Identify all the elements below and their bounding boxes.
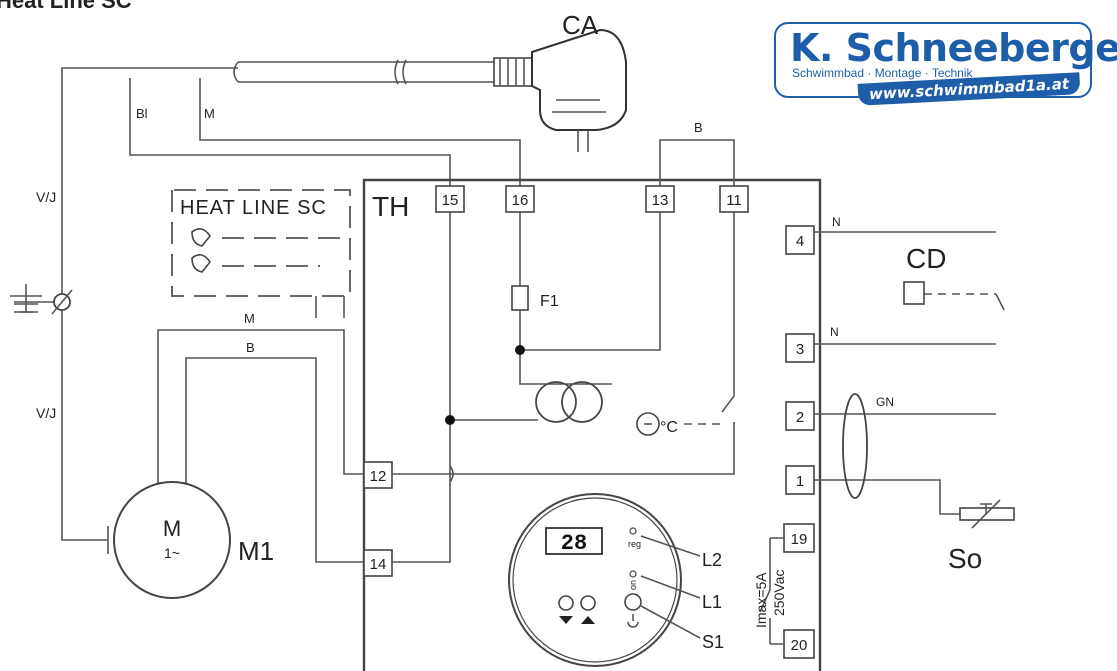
terminal-4: 4 (785, 225, 815, 255)
svg-text:11: 11 (726, 192, 742, 209)
f1-label: F1 (540, 293, 559, 310)
imax-label: Imax=5A (753, 572, 769, 628)
svg-text:3: 3 (796, 341, 804, 358)
brown-wire (199, 78, 521, 188)
on-label: on (628, 580, 638, 590)
motor-phase-label: 1~ (164, 545, 180, 561)
motor-wire-m (157, 329, 364, 520)
l1-label: L1 (702, 592, 722, 612)
m-wire-label: M (244, 311, 255, 326)
bl-label: Bl (136, 106, 148, 121)
junction-dot (445, 415, 455, 425)
svg-text:19: 19 (791, 531, 808, 548)
vj-top-label: V/J (36, 189, 56, 205)
down-button[interactable] (558, 595, 574, 611)
svg-text:13: 13 (652, 192, 669, 209)
terminal-12: 12 (363, 461, 393, 489)
terminal-16: 16 (505, 185, 535, 213)
terminal-20: 20 (783, 629, 815, 659)
vj-bottom-label: V/J (36, 405, 56, 421)
down-arrow-icon (559, 616, 573, 624)
transformer-icon (535, 381, 603, 423)
terminal-1: 1 (785, 465, 815, 495)
wire-sensor (814, 479, 960, 515)
m1-label: M1 (238, 536, 274, 566)
relay-contact (759, 537, 784, 645)
n-mid-label: N (830, 325, 839, 339)
cable-sleeve (842, 393, 868, 499)
neutral-internal-wire (412, 212, 451, 563)
terminal-3: 3 (785, 333, 815, 363)
svg-text:16: 16 (512, 192, 529, 209)
temp-label: °C (660, 419, 678, 436)
s1-label: S1 (702, 632, 724, 652)
gn-label: GN (876, 395, 894, 409)
up-button[interactable] (580, 595, 596, 611)
phase-internal-wire (519, 212, 612, 385)
n-top-label: N (832, 215, 841, 229)
up-arrow-icon (581, 616, 595, 624)
svg-text:2: 2 (796, 409, 804, 426)
b-bridge-label: B (694, 120, 703, 135)
svg-text:20: 20 (791, 637, 808, 654)
brand-logo: K. Schneeberger Schwimmbad · Montage · T… (774, 22, 1117, 106)
motor-icon: M 1~ (107, 481, 231, 599)
power-icon (627, 614, 639, 628)
thermostat-housing (362, 178, 822, 671)
wire-to-13 (520, 212, 661, 351)
terminal-11: 11 (719, 185, 749, 213)
sensor-so-icon (959, 499, 1015, 529)
th-label: TH (372, 191, 409, 222)
terminal-14: 14 (363, 549, 393, 577)
temperature-display (545, 527, 603, 555)
control-panel: 28 reg on (508, 493, 682, 667)
led-reg-icon (629, 527, 637, 535)
wire-crossover (449, 465, 454, 483)
led-on-icon (629, 570, 637, 578)
temperature-relay-icon: °C (636, 412, 722, 436)
fuse-icon (511, 285, 529, 311)
vac-label: 250Vac (771, 570, 787, 616)
b-wire-label: B (246, 340, 255, 355)
ca-label: CA (562, 10, 599, 40)
terminal-19: 19 (783, 523, 815, 553)
earth-symbol-icon (10, 284, 73, 315)
wire-11-relay (412, 212, 735, 475)
bridge-wire-b (659, 139, 735, 188)
svg-text:15: 15 (442, 192, 459, 209)
sensor-icon (191, 228, 211, 273)
logo-name: K. Schneeberger (790, 26, 1117, 70)
heat-line-sc-label: HEAT LINE SC (180, 197, 327, 219)
l2-label: L2 (702, 550, 722, 570)
earth-wire (61, 67, 238, 541)
so-label: So (948, 543, 982, 574)
motor-wire-b (185, 357, 364, 563)
logo-subtitle: Schwimmbad · Montage · Technik (792, 66, 973, 80)
leader-lines (640, 535, 701, 639)
terminal-13: 13 (645, 185, 675, 213)
contactor-icon (903, 281, 1005, 311)
svg-text:12: 12 (370, 468, 387, 485)
motor-m-label: M (163, 516, 181, 541)
terminal-15: 15 (435, 185, 465, 213)
svg-text:4: 4 (796, 233, 804, 250)
display-value: 28 (561, 531, 587, 556)
m-cable-label: M (204, 106, 215, 121)
cd-label: CD (906, 243, 946, 274)
power-cable (233, 57, 533, 87)
terminal-2: 2 (785, 401, 815, 431)
heat-line-sc-box: HEAT LINE SC (171, 189, 351, 318)
svg-text:1: 1 (796, 473, 804, 490)
blue-wire (129, 78, 451, 188)
header-partial-title: Heat Line SC (0, 0, 132, 13)
reg-label: reg (628, 539, 641, 549)
svg-text:14: 14 (370, 556, 387, 573)
junction-dot (515, 345, 525, 355)
power-button[interactable] (624, 593, 642, 611)
plug-icon (531, 28, 627, 152)
